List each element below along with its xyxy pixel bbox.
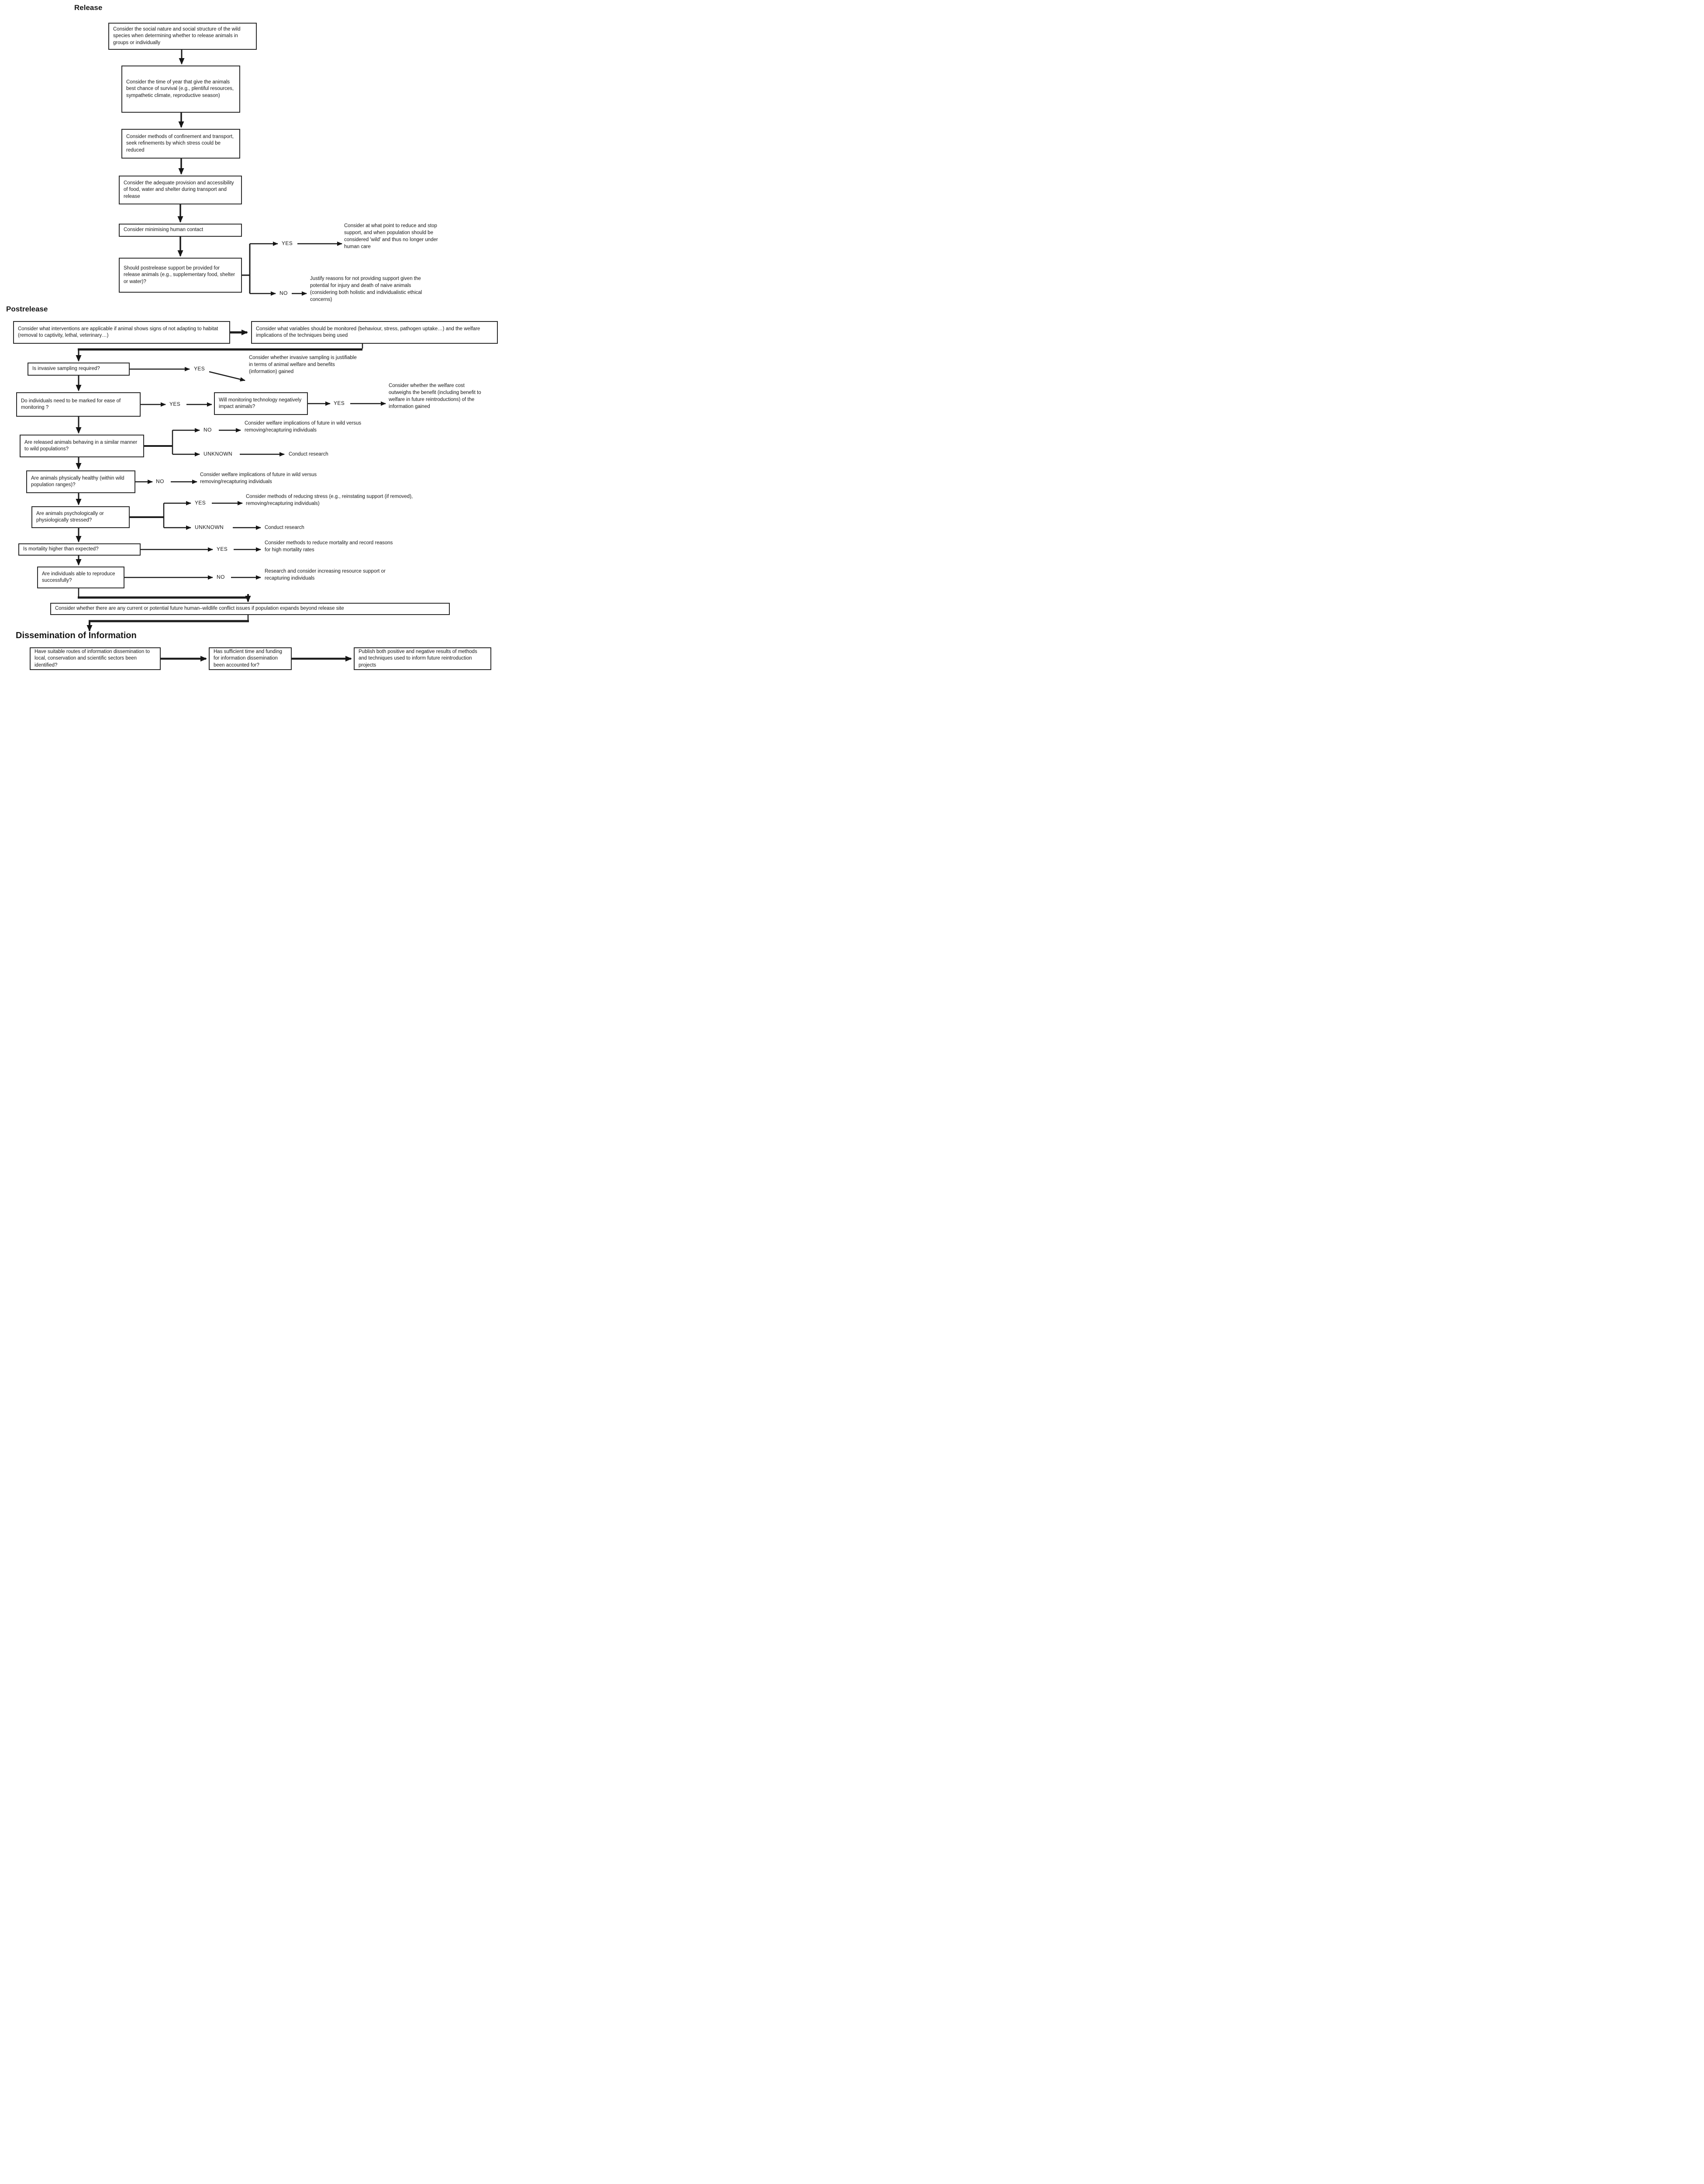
box-publish-results: Publish both positive and negative resul… [354,647,491,670]
release-heading: Release [74,3,103,12]
label-behaviour-unknown: UNKNOWN [204,451,233,457]
box-human-wildlife-conflict: Consider whether there are any current o… [50,603,450,615]
label-marking-yes: YES [169,401,181,407]
label-release-no: NO [279,290,288,296]
box-mortality: Is mortality higher than expected? [18,543,141,556]
box-reproduction: Are individuals able to reproduce succes… [37,567,124,588]
outcome-mortality: Consider methods to reduce mortality and… [265,540,393,553]
label-reproduction-no: NO [217,574,225,580]
outcome-monitoring: Consider whether the welfare cost outwei… [389,383,481,409]
label-behaviour-no: NO [204,427,212,433]
box-confinement-transport: Consider methods of confinement and tran… [121,129,240,159]
box-postrelease-support: Should postrelease support be provided f… [119,258,242,293]
label-monitoring-yes: YES [334,400,345,406]
postrelease-heading: Postrelease [6,305,48,313]
box-behaviour: Are released animals behaving in a simil… [20,435,144,457]
outcome-invasive-sampling: Consider whether invasive sampling is ju… [249,355,357,374]
label-health-no: NO [156,478,164,484]
box-dissemination-routes: Have suitable routes of information diss… [30,647,161,670]
box-time-of-year: Consider the time of year that give the … [121,66,240,113]
box-dissemination-funding: Has sufficient time and funding for info… [209,647,292,670]
box-minimise-contact: Consider minimising human contact [119,224,242,237]
box-stress: Are animals psychologically or physiolog… [31,506,130,528]
outcome-health-no: Consider welfare implications of future … [200,472,317,484]
label-invasive-yes: YES [194,366,205,372]
label-stress-yes: YES [195,500,206,506]
dissemination-heading: Dissemination of Information [16,631,137,640]
outcome-release-yes: Consider at what point to reduce and sto… [344,223,438,249]
label-stress-unknown: UNKNOWN [195,524,224,530]
label-release-yes: YES [282,240,293,246]
box-marking: Do individuals need to be marked for eas… [16,392,141,417]
box-food-water-shelter: Consider the adequate provision and acce… [119,176,242,204]
box-variables-monitored: Consider what variables should be monito… [251,321,498,344]
outcome-reproduction: Research and consider increasing resourc… [265,569,386,581]
box-invasive-sampling: Is invasive sampling required? [28,363,130,376]
box-monitoring-tech: Will monitoring technology negatively im… [214,392,308,415]
outcome-release-no: Justify reasons for not providing suppor… [310,276,422,302]
outcome-stress-yes: Consider methods of reducing stress (e.g… [246,494,413,506]
outcome-behaviour-unknown: Conduct research [289,452,328,457]
box-interventions: Consider what interventions are applicab… [13,321,230,344]
outcome-behaviour-no: Consider welfare implications of future … [245,421,362,433]
label-mortality-yes: YES [217,546,228,552]
box-social-structure: Consider the social nature and social st… [108,23,257,50]
flowchart-figure: Release Consider the social nature and s… [0,0,504,675]
box-physical-health: Are animals physically healthy (within w… [26,470,135,493]
outcome-stress-unknown: Conduct research [265,525,304,530]
